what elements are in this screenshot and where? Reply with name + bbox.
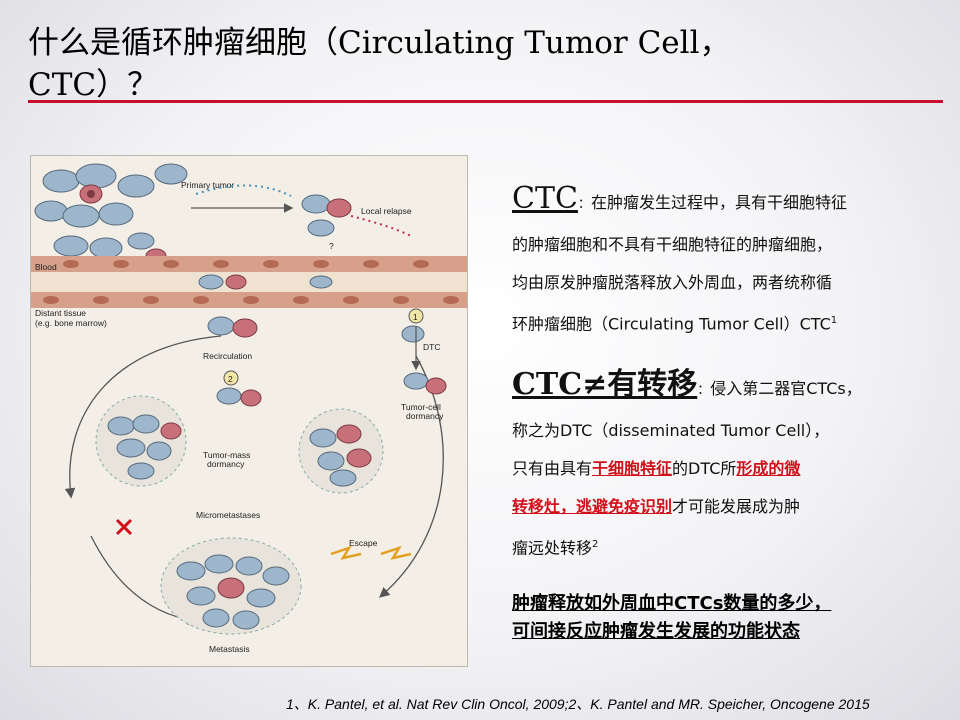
conclusion: 肿瘤释放如外周血中CTCs数量的多少， 可间接反应肿瘤发生发展的功能状态	[512, 590, 952, 646]
marker-1: 1	[413, 312, 418, 322]
ctc-ref-1: 1	[830, 315, 838, 326]
ctc-line-4: 环肿瘤细胞（Circulating Tumor Cell）CTC1	[512, 302, 952, 343]
local-relapse-cells	[301, 194, 352, 237]
title-underline	[28, 100, 943, 103]
dormancy-cluster-right	[298, 408, 384, 494]
blood-vessel	[31, 256, 467, 308]
label-recirculation: Recirculation	[203, 351, 252, 361]
label-tumor-cell-dormancy-1: Tumor-cell	[401, 402, 441, 412]
dtc-text-1: 侵入第二器官CTCs，	[710, 379, 862, 398]
label-distant-tissue-sub: (e.g. bone marrow)	[35, 318, 107, 328]
dtc-text-4: 才可能发展成为肿	[672, 497, 801, 516]
dtc-term: CTC≠有转移	[512, 367, 698, 402]
label-tumor-mass-dormancy-1: Tumor-mass	[203, 450, 250, 460]
dtc-text-5: 瘤远处转移	[512, 538, 593, 558]
escape-bolt-icon	[330, 545, 362, 560]
label-dtc: DTC	[423, 342, 440, 352]
dtc-line-1: CTC≠有转移：侵入第二器官CTCs，	[512, 364, 952, 412]
dormancy-cluster-left	[95, 395, 187, 487]
ctc-text-3: 均由原发肿瘤脱落释放入外周血，两者统称循	[512, 273, 833, 292]
conclusion-line-2: 可间接反应肿瘤发生发展的功能状态	[512, 621, 800, 642]
reference-citation: 1、K. Pantel, et al. Nat Rev Clin Oncol, …	[286, 696, 870, 712]
label-metastasis: Metastasis	[209, 644, 250, 654]
dtc-ref-2: 2	[592, 539, 599, 550]
dtc-line-3: 只有由具有干细胞特征的DTC所形成的微	[512, 450, 952, 488]
ctc-colon: ：	[577, 197, 591, 212]
title-line-1: 什么是循环肿瘤细胞（Circulating Tumor Cell，	[28, 25, 731, 61]
dtc-colon: ：	[697, 383, 711, 398]
dtc-text-2: 称之为DTC（disseminated Tumor Cell），	[512, 421, 830, 440]
blocked-path-x-icon	[115, 518, 133, 536]
ctc-term: CTC	[512, 181, 578, 216]
dtc-line-5: 瘤远处转移2	[512, 526, 952, 567]
title-line-2: CTC）？	[28, 67, 159, 103]
label-tumor-mass-dormancy-2: dormancy	[207, 459, 245, 469]
dtc-text-3b: 的DTC所	[672, 459, 737, 478]
ctc-text-4: 环肿瘤细胞（Circulating Tumor Cell）CTC	[512, 314, 831, 334]
ctc-line-1: CTC：在肿瘤发生过程中，具有干细胞特征	[512, 178, 952, 226]
dtc-definition: CTC≠有转移：侵入第二器官CTCs， 称之为DTC（disseminated …	[512, 364, 952, 567]
ctc-dissemination-diagram: Primary tumor Local relapse ?	[30, 155, 468, 667]
diagram-svg: Primary tumor Local relapse ?	[31, 163, 467, 654]
slide-title: 什么是循环肿瘤细胞（Circulating Tumor Cell， CTC）？	[28, 22, 928, 106]
label-question: ?	[329, 241, 334, 251]
recirculation-cells	[207, 316, 258, 338]
marker-2: 2	[228, 374, 233, 384]
dtc-highlight-stem: 干细胞特征	[592, 459, 673, 478]
conclusion-line-1: 肿瘤释放如外周血中CTCs数量的多少，	[512, 593, 832, 614]
dtc-text-3a: 只有由具有	[512, 459, 593, 478]
dtc-highlight-form: 形成的微	[736, 459, 801, 478]
ctc-text-1: 在肿瘤发生过程中，具有干细胞特征	[590, 193, 847, 212]
ctc-definition: CTC：在肿瘤发生过程中，具有干细胞特征 的肿瘤细胞和不具有干细胞特征的肿瘤细胞…	[512, 178, 952, 343]
dtc-highlight-escape: 转移灶，逃避免疫识别	[512, 497, 673, 516]
metastasis-cluster	[160, 537, 302, 635]
label-tumor-cell-dormancy-2: dormancy	[406, 411, 444, 421]
label-escape: Escape	[349, 538, 378, 548]
label-micrometastases: Micrometastases	[196, 510, 260, 520]
label-blood: Blood	[35, 262, 57, 272]
primary-tumor-cluster	[34, 163, 188, 259]
ctc-text-2: 的肿瘤细胞和不具有干细胞特征的肿瘤细胞，	[512, 235, 833, 254]
label-local-relapse: Local relapse	[361, 206, 412, 216]
label-primary-tumor: Primary tumor	[181, 180, 235, 190]
label-distant-tissue: Distant tissue	[35, 308, 86, 318]
dtc-line-4: 转移灶，逃避免疫识别才可能发展成为肿	[512, 488, 952, 526]
